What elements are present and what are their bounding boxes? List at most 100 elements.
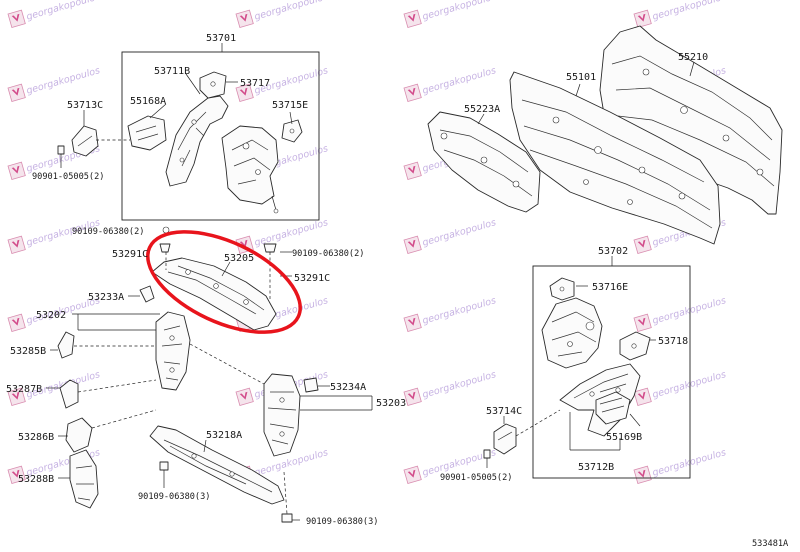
part-53202 bbox=[155, 311, 191, 391]
label-53291c-a: 53291C bbox=[112, 249, 148, 260]
watermark-tile: georgakopoulos bbox=[235, 0, 329, 28]
part-53288b bbox=[69, 449, 99, 509]
watermark-mark-icon bbox=[11, 87, 20, 96]
watermark-tile: georgakopoulos bbox=[633, 369, 727, 406]
label-55168a: 55168A bbox=[130, 96, 166, 107]
label-55101: 55101 bbox=[566, 72, 596, 83]
label-55223a: 55223A bbox=[464, 104, 500, 115]
part-55168a bbox=[127, 115, 167, 151]
group-53218a bbox=[149, 425, 300, 523]
group-53714c bbox=[483, 409, 561, 468]
label-53716e: 53716E bbox=[592, 282, 628, 293]
part-53286b bbox=[65, 417, 93, 453]
label-53714c: 53714C bbox=[486, 406, 522, 417]
watermark-tile: georgakopoulos bbox=[633, 0, 727, 28]
group-53713c bbox=[57, 110, 130, 168]
watermark-mark-icon bbox=[239, 13, 248, 22]
watermark-text: georgakopoulos bbox=[253, 0, 329, 23]
label-53286b: 53286B bbox=[18, 432, 54, 443]
label-53287b: 53287B bbox=[6, 384, 42, 395]
box-53701 bbox=[121, 51, 320, 221]
label-53234a: 53234A bbox=[330, 382, 366, 393]
watermark-text: georgakopoulos bbox=[421, 369, 497, 401]
drawing-code: 533481A bbox=[752, 539, 789, 549]
watermark-mark-icon bbox=[407, 165, 416, 174]
highlight-ellipse bbox=[146, 230, 302, 334]
watermark-text: georgakopoulos bbox=[421, 217, 497, 249]
bolt-90109-d bbox=[281, 513, 293, 523]
watermark-mark-icon bbox=[11, 13, 20, 22]
watermark-text: georgakopoulos bbox=[253, 447, 329, 479]
part-53233a bbox=[139, 285, 155, 303]
watermark-tile: georgakopoulos bbox=[403, 65, 497, 102]
label-53717: 53717 bbox=[240, 78, 270, 89]
part-53234a bbox=[303, 377, 319, 393]
watermark-mark-icon bbox=[11, 391, 20, 400]
watermark-mark-icon bbox=[11, 469, 20, 478]
watermark-tile: georgakopoulos bbox=[7, 0, 101, 28]
bolt-90901-right bbox=[483, 449, 491, 459]
bolt-90109-b bbox=[263, 243, 277, 253]
watermark-mark-icon bbox=[637, 239, 646, 248]
watermark-text: georgakopoulos bbox=[25, 0, 101, 23]
part-53285b bbox=[57, 331, 75, 359]
label-53291c-b: 53291C bbox=[294, 273, 330, 284]
part-53218a bbox=[149, 425, 285, 505]
watermark-mark-icon bbox=[637, 317, 646, 326]
part-53287b bbox=[59, 379, 79, 409]
label-55210: 55210 bbox=[678, 52, 708, 63]
group-53286b bbox=[58, 409, 157, 509]
label-53218a: 53218A bbox=[206, 430, 242, 441]
watermark-tile: georgakopoulos bbox=[403, 295, 497, 332]
label-53203: 53203 bbox=[376, 398, 406, 409]
watermark-tile: georgakopoulos bbox=[403, 369, 497, 406]
part-53701-apron bbox=[221, 125, 279, 205]
watermark-mark-icon bbox=[11, 317, 20, 326]
part-53702-apron bbox=[541, 297, 603, 369]
part-55101 bbox=[509, 71, 721, 245]
label-53711b: 53711B bbox=[154, 66, 190, 77]
part-53203 bbox=[263, 373, 301, 457]
label-53702: 53702 bbox=[598, 246, 628, 257]
label-90109-d: 90109-06380(3) bbox=[306, 517, 378, 527]
watermark-mark-icon bbox=[407, 391, 416, 400]
part-55169b bbox=[595, 391, 631, 425]
label-53288b: 53288B bbox=[18, 474, 54, 485]
watermark-text: georgakopoulos bbox=[421, 295, 497, 327]
label-53233a: 53233A bbox=[88, 292, 124, 303]
watermark-mark-icon bbox=[239, 87, 248, 96]
watermark-text: georgakopoulos bbox=[651, 369, 727, 401]
part-53714c bbox=[493, 423, 517, 455]
watermark-mark-icon bbox=[637, 469, 646, 478]
bolt-53291c-a bbox=[159, 243, 171, 253]
box-53702 bbox=[532, 265, 691, 479]
watermark-text: georgakopoulos bbox=[651, 295, 727, 327]
label-53718: 53718 bbox=[658, 336, 688, 347]
group-53701 bbox=[121, 43, 320, 221]
bolt-90109-c bbox=[159, 461, 169, 471]
group-53702 bbox=[532, 256, 691, 479]
label-90901-left: 90901-05005(2) bbox=[32, 172, 104, 182]
watermark-mark-icon bbox=[239, 239, 248, 248]
label-90109-b: 90109-06380(2) bbox=[292, 249, 364, 259]
part-53711b bbox=[165, 95, 229, 187]
watermark-tile: georgakopoulos bbox=[403, 217, 497, 254]
watermark-text: georgakopoulos bbox=[25, 65, 101, 97]
group-53202 bbox=[46, 285, 191, 409]
watermark-mark-icon bbox=[407, 87, 416, 96]
watermark-tile: georgakopoulos bbox=[7, 65, 101, 102]
bolt-90901-left bbox=[57, 145, 65, 155]
labels: 53701 53711B 55168A 53717 53715E 53713C … bbox=[6, 33, 789, 549]
group-dash-panel bbox=[427, 25, 783, 245]
label-53713c: 53713C bbox=[67, 100, 103, 111]
watermark-mark-icon bbox=[11, 239, 20, 248]
watermark-mark-icon bbox=[407, 13, 416, 22]
watermark-text: georgakopoulos bbox=[421, 65, 497, 97]
label-53701: 53701 bbox=[206, 33, 236, 44]
label-90109-a: 90109-06380(2) bbox=[72, 227, 144, 237]
watermark-mark-icon bbox=[11, 165, 20, 174]
label-53715e: 53715E bbox=[272, 100, 308, 111]
watermark-mark-icon bbox=[637, 13, 646, 22]
label-90109-c: 90109-06380(3) bbox=[138, 492, 210, 502]
